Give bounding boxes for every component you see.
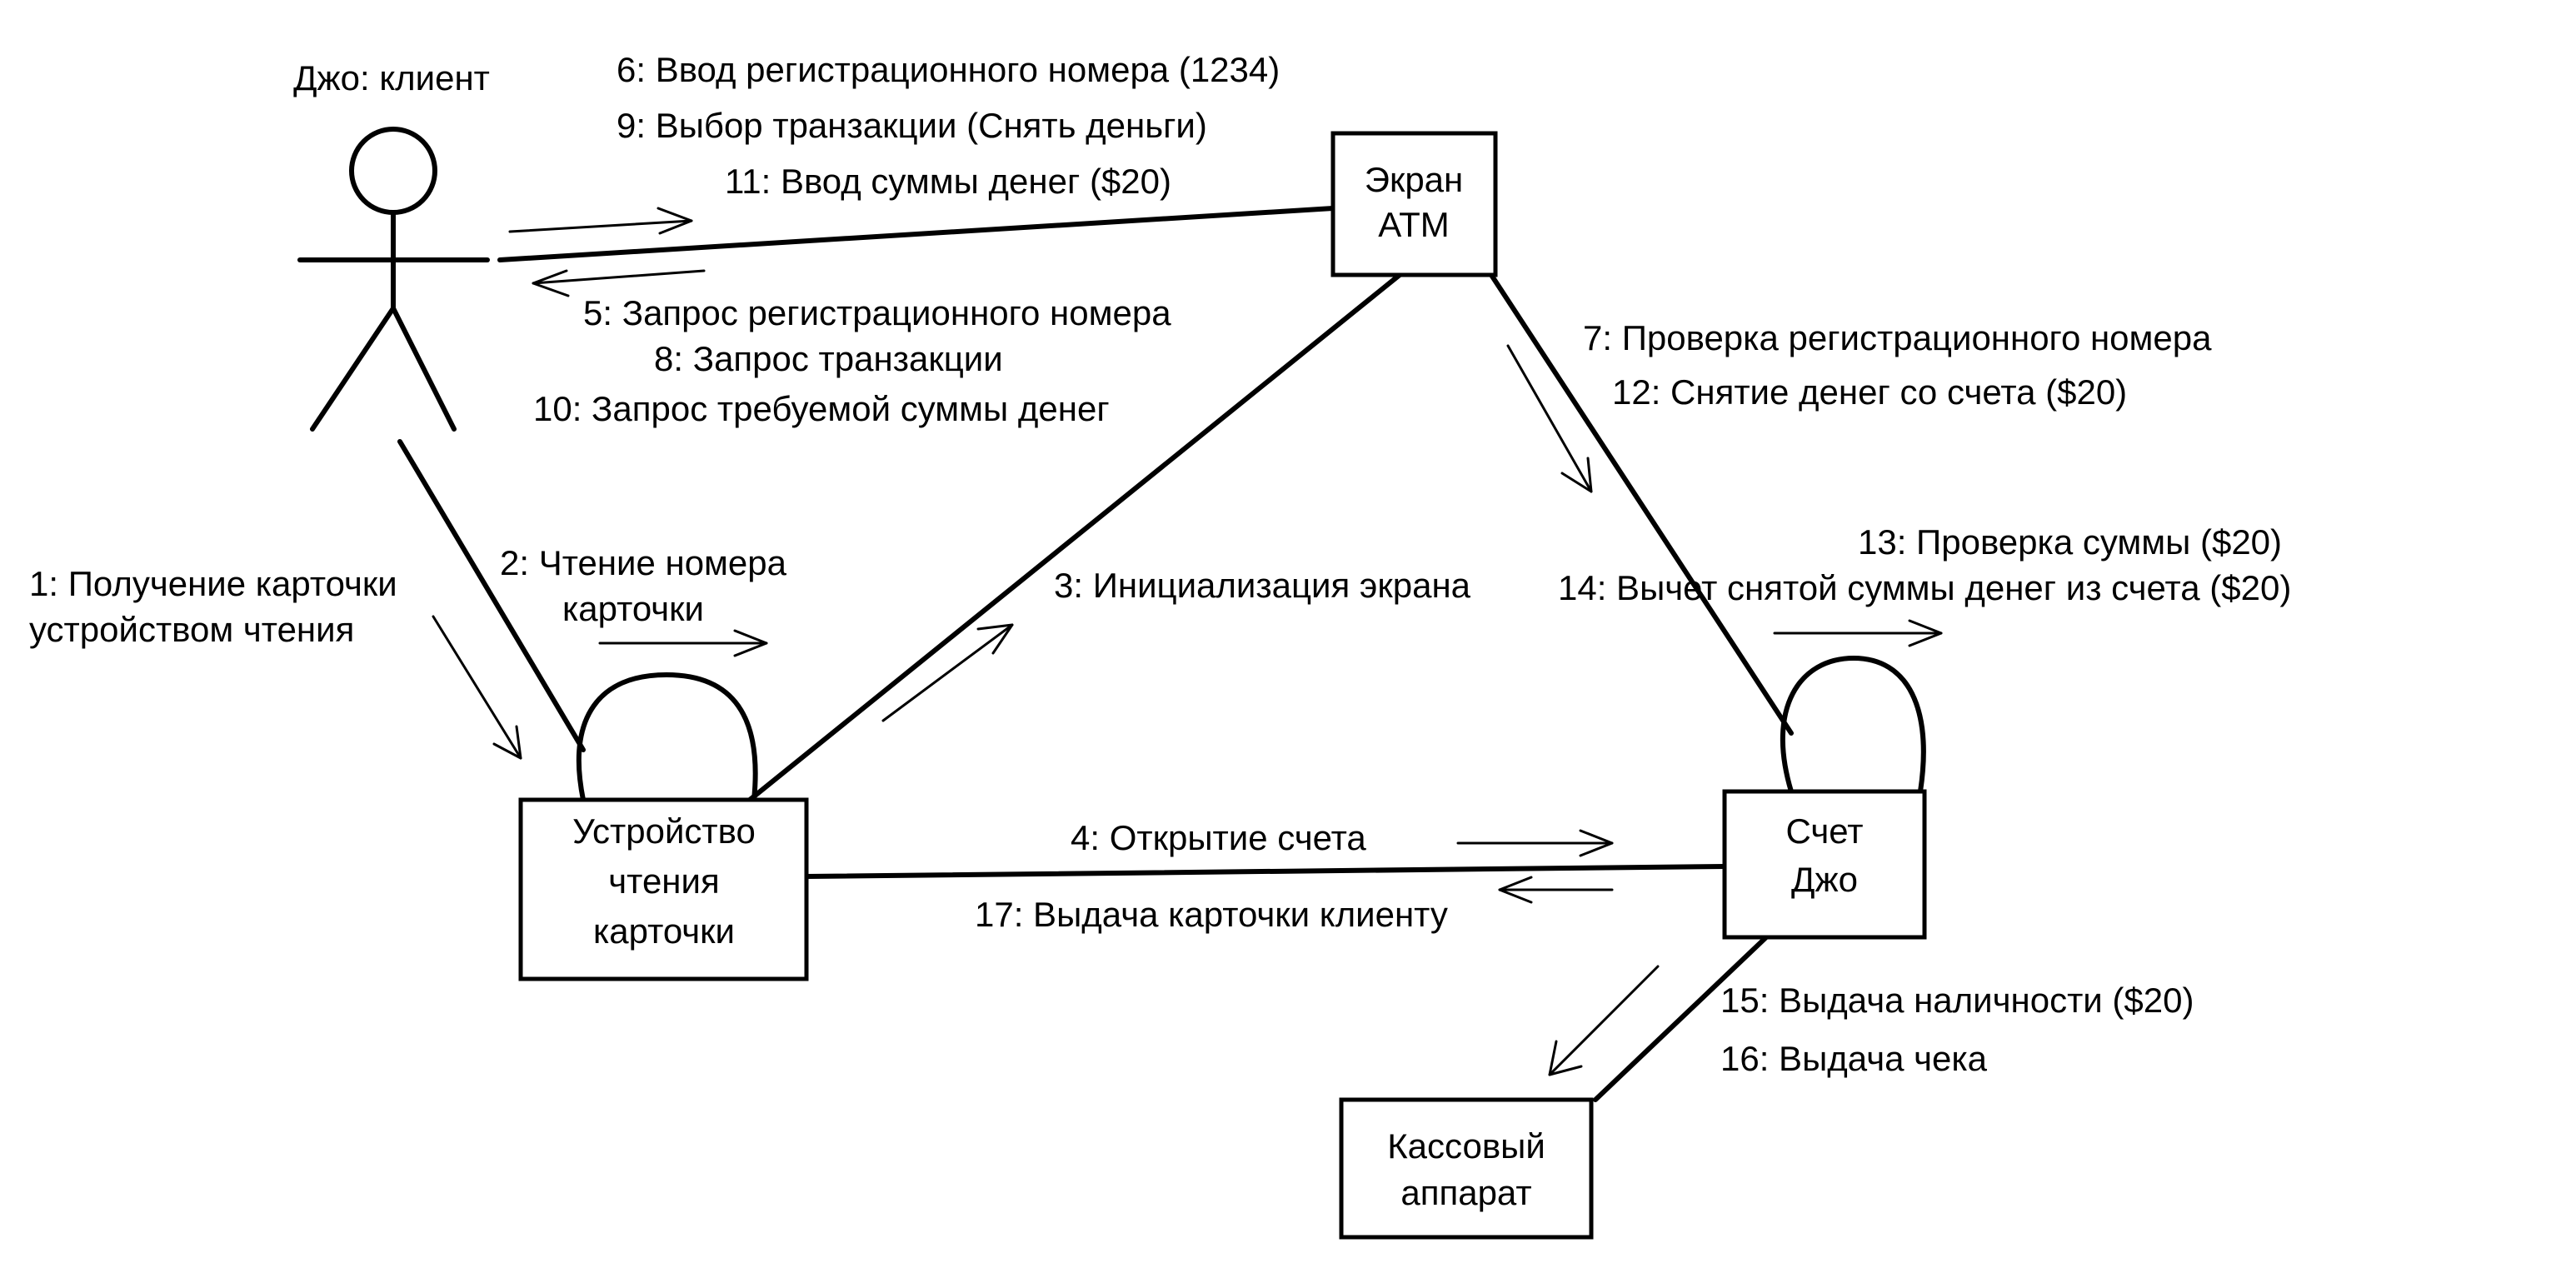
message-10: 10: Запрос требуемой суммы денег bbox=[533, 389, 1110, 428]
actor-stick-figure bbox=[297, 127, 490, 432]
arrow-return-card bbox=[1498, 876, 1614, 904]
arrow-to-actor bbox=[532, 269, 706, 297]
actor-label: Джо: клиент bbox=[293, 58, 490, 97]
message-9: 9: Выбор транзакции (Снять деньги) bbox=[617, 106, 1207, 145]
message-2-line-1: 2: Чтение номера bbox=[500, 543, 787, 582]
arrow-open-account bbox=[1456, 829, 1614, 857]
cash-register-label-1: Кассовый bbox=[1387, 1126, 1545, 1166]
atm-screen-label-1: Экран bbox=[1365, 160, 1463, 199]
arrow-read-card-number bbox=[598, 629, 768, 657]
message-2-line-2: карточки bbox=[562, 589, 704, 628]
message-14: 14: Вычет снятой суммы денег из счета ($… bbox=[1558, 568, 2291, 607]
message-1-line-1: 1: Получение карточки bbox=[29, 564, 397, 603]
account-label-1: Счет bbox=[1786, 811, 1864, 851]
link-card-reader-atm bbox=[747, 272, 1402, 802]
message-3: 3: Инициализация экрана bbox=[1054, 566, 1471, 605]
self-loop-card-reader bbox=[576, 671, 758, 802]
arrow-to-account bbox=[1506, 344, 1593, 493]
message-8: 8: Запрос транзакции bbox=[654, 339, 1003, 378]
message-12: 12: Снятие денег со счета ($20) bbox=[1612, 372, 2127, 412]
link-actor-card-reader bbox=[397, 439, 586, 752]
cash-register-box bbox=[1339, 1097, 1594, 1240]
account-box bbox=[1722, 789, 1927, 940]
arrow-to-atm-screen bbox=[508, 207, 693, 235]
message-7: 7: Проверка регистрационного номера bbox=[1583, 318, 2212, 357]
arrow-init-screen bbox=[881, 623, 1014, 722]
arrow-to-card-reader bbox=[432, 615, 522, 760]
arrow-to-cash-register bbox=[1548, 965, 1660, 1076]
message-5: 5: Запрос регистрационного номера bbox=[583, 293, 1171, 332]
link-actor-atm bbox=[497, 206, 1335, 262]
cash-register-label-2: аппарат bbox=[1400, 1173, 1531, 1212]
message-13: 13: Проверка суммы ($20) bbox=[1858, 522, 2282, 562]
link-card-reader-account bbox=[804, 864, 1727, 879]
atm-screen-label-2: ATM bbox=[1378, 205, 1450, 244]
message-15: 15: Выдача наличности ($20) bbox=[1720, 981, 2194, 1020]
message-4: 4: Открытие счета bbox=[1071, 818, 1366, 857]
message-6: 6: Ввод регистрационного номера (1234) bbox=[617, 50, 1280, 89]
account-label-2: Джо bbox=[1791, 860, 1858, 899]
card-reader-box bbox=[518, 797, 809, 981]
arrow-account-self bbox=[1773, 619, 1943, 647]
message-1-line-2: устройством чтения bbox=[29, 610, 354, 649]
message-11: 11: Ввод суммы денег ($20) bbox=[725, 162, 1171, 201]
link-atm-account bbox=[1489, 272, 1794, 736]
card-reader-label-2: чтения bbox=[608, 861, 719, 901]
self-loop-account bbox=[1780, 655, 1926, 794]
message-16: 16: Выдача чека bbox=[1720, 1039, 1988, 1078]
atm-screen-box bbox=[1330, 131, 1498, 277]
card-reader-label-1: Устройство bbox=[572, 811, 756, 851]
card-reader-label-3: карточки bbox=[593, 911, 735, 951]
link-account-cash-register bbox=[1593, 935, 1769, 1102]
message-17: 17: Выдача карточки клиенту bbox=[975, 895, 1448, 934]
